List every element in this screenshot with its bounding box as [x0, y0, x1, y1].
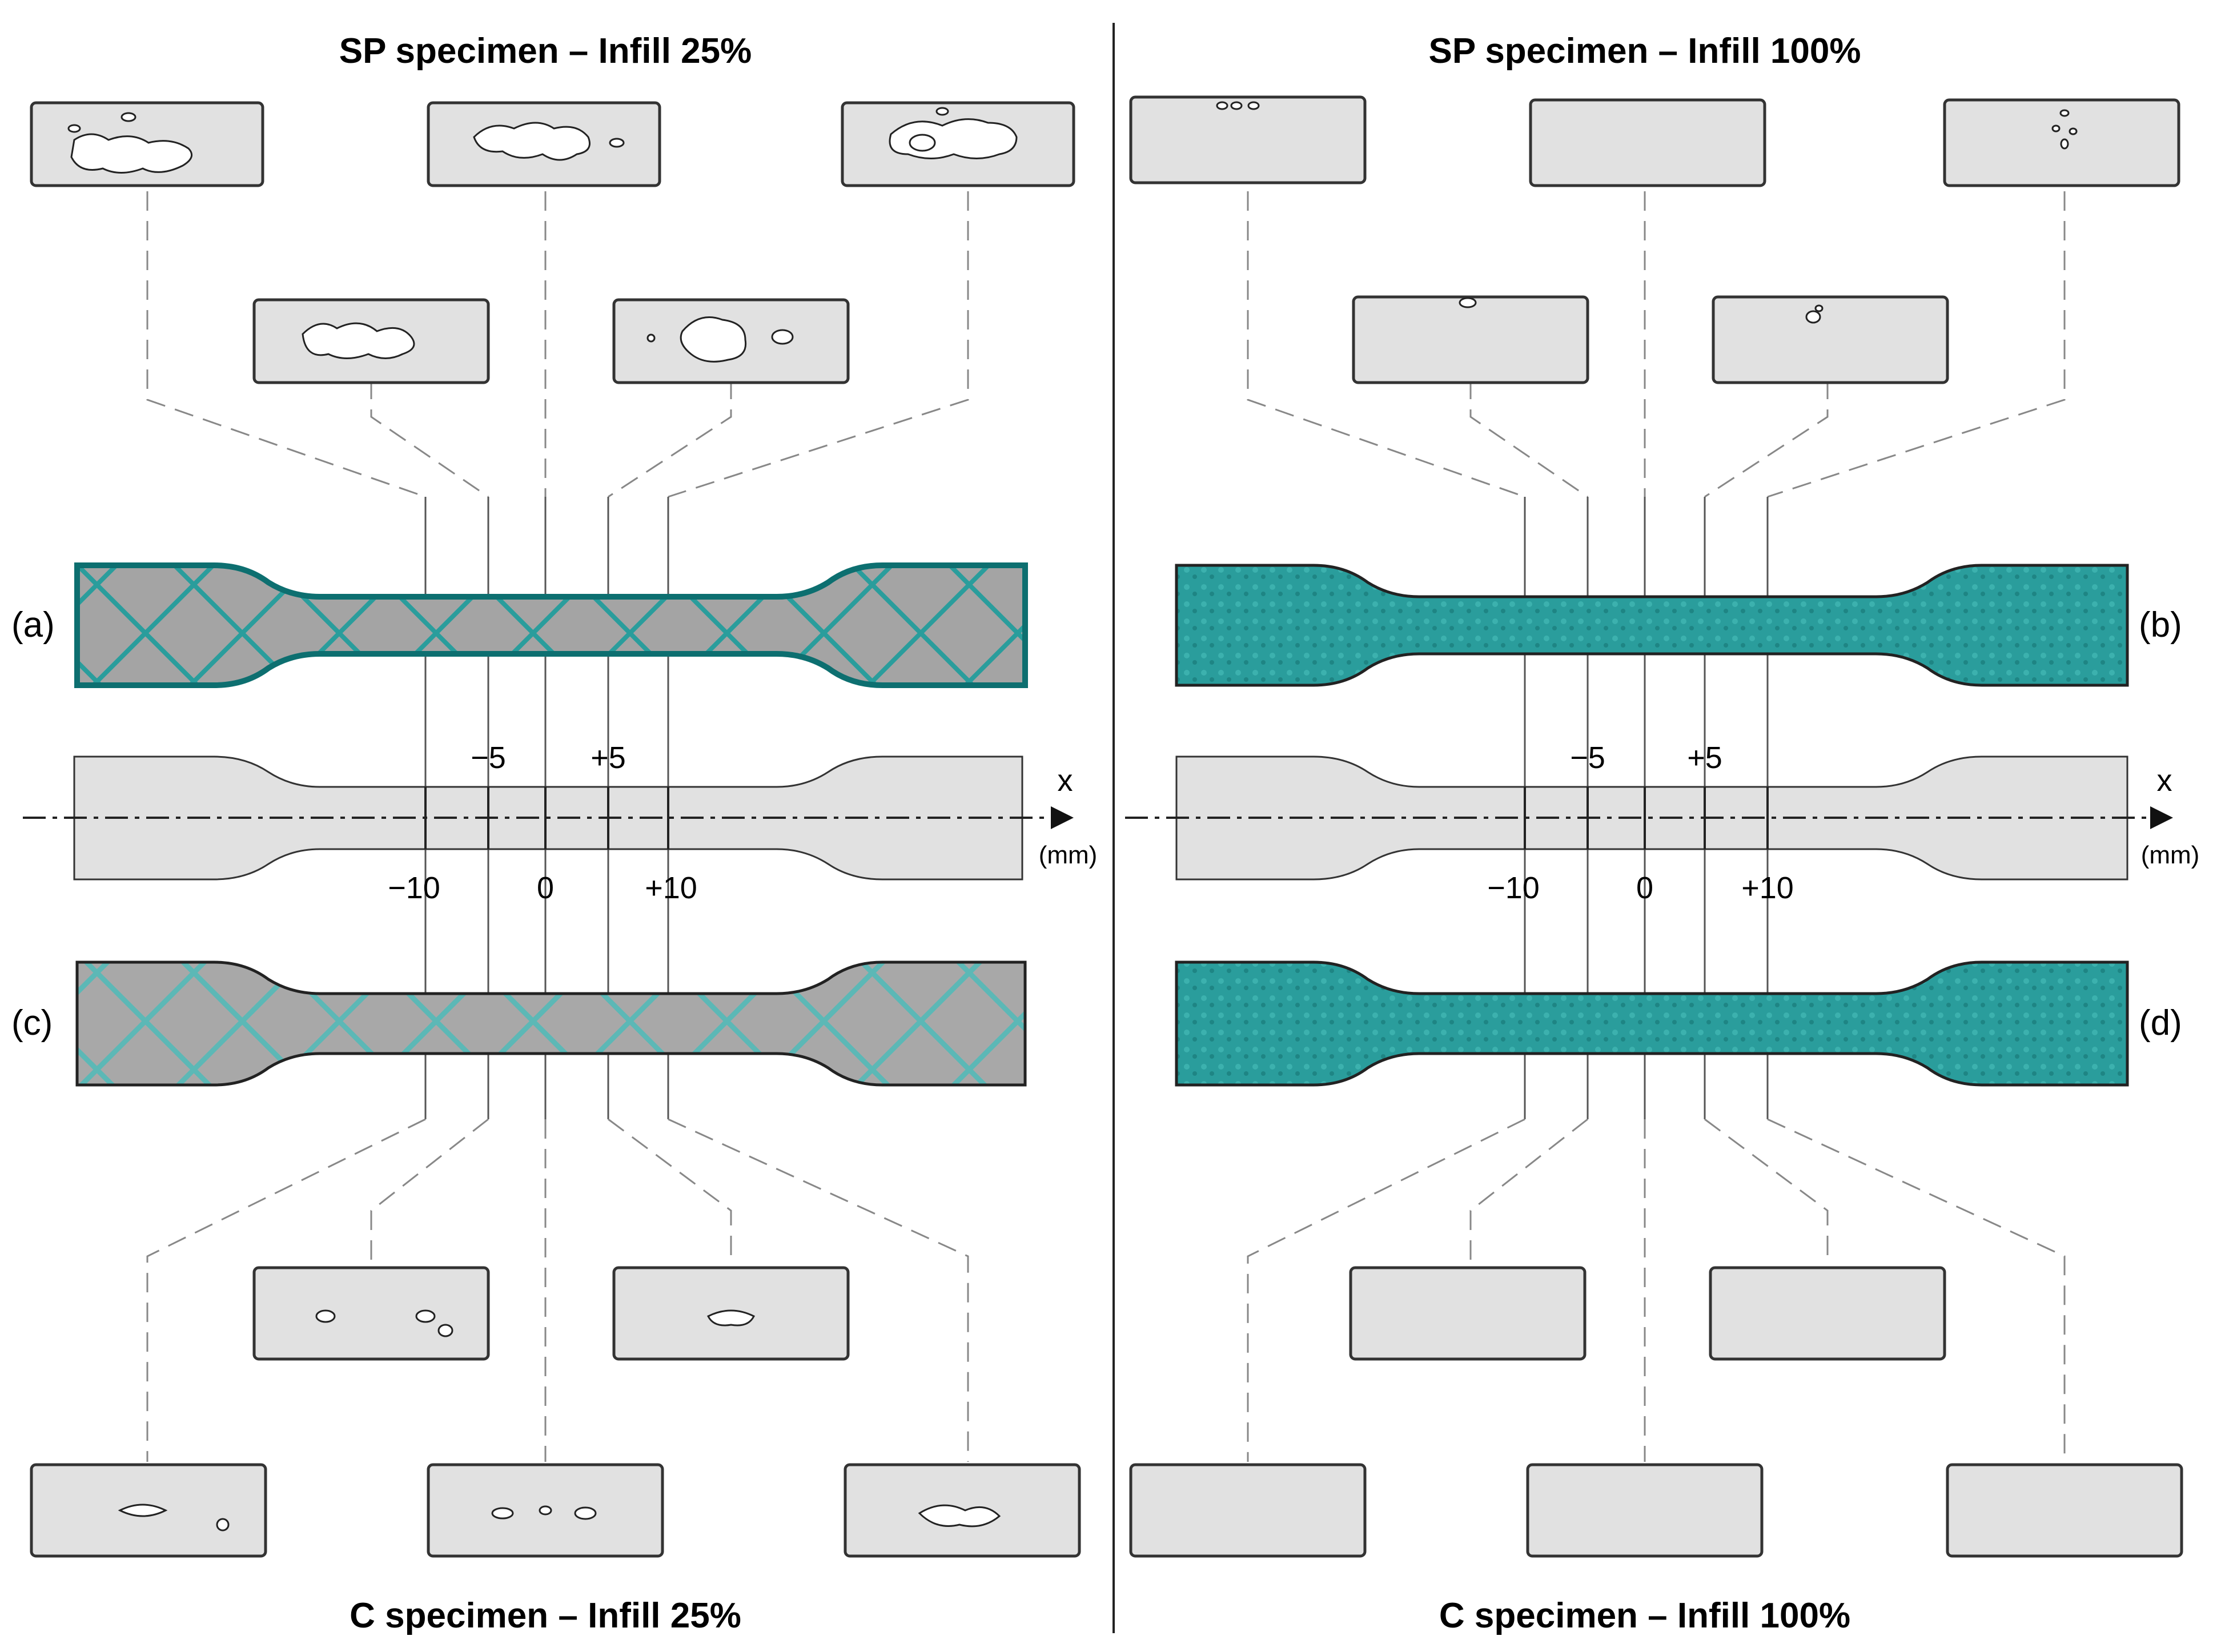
- right-half: (b) x (mm) −5 +5 −10 0 +10 (d): [1125, 95, 2200, 1558]
- leader-lines-top-right: [1247, 191, 2066, 498]
- cross-section-c100-5: [1709, 1266, 1946, 1361]
- cross-section-c25-3: [844, 1463, 1081, 1558]
- sp25-cross-sections: [30, 101, 1075, 384]
- cross-section-c25-4: [252, 1266, 490, 1361]
- cross-section-sp100-2: [1529, 98, 1766, 187]
- x-axis-label-left: x: [1058, 763, 1073, 798]
- specimen-d: [1175, 960, 2129, 1087]
- tick-minus10-left: −10: [388, 871, 440, 905]
- panel-label-a: (a): [11, 605, 55, 645]
- title-c-100: C specimen – Infill 100%: [1439, 1596, 1850, 1635]
- tick-plus5-left: +5: [591, 741, 626, 775]
- cross-section-c100-4: [1349, 1266, 1587, 1361]
- cross-section-c100-2: [1526, 1463, 1764, 1558]
- tick-0-left: 0: [537, 871, 554, 905]
- x-axis-unit-left: (mm): [1039, 841, 1098, 869]
- cross-section-c25-1: [30, 1463, 267, 1558]
- tick-plus10-right: +10: [1741, 871, 1794, 905]
- specimen-b: [1175, 564, 2129, 687]
- tick-0-right: 0: [1636, 871, 1653, 905]
- tick-minus5-right: −5: [1570, 741, 1605, 775]
- cross-section-sp100-4: [1352, 295, 1589, 384]
- left-half: (a) x (mm) −5 +5 −10 0 +10 (c): [11, 101, 1098, 1558]
- title-c-25: C specimen – Infill 25%: [350, 1596, 741, 1635]
- x-axis-arrow-right: [2150, 806, 2173, 829]
- title-sp-100: SP specimen – Infill 100%: [1429, 31, 1861, 71]
- c100-cross-sections: [1129, 1266, 2183, 1558]
- x-axis-arrow-left: [1051, 806, 1074, 829]
- cross-section-sp25-2: [427, 101, 661, 187]
- cross-section-sp100-1: [1129, 95, 1367, 184]
- c25-cross-sections: [30, 1266, 1081, 1558]
- tick-minus5-left: −5: [471, 741, 506, 775]
- cross-section-sp25-5: [612, 298, 850, 384]
- cross-section-sp25-1: [30, 101, 264, 187]
- cross-section-sp25-3: [841, 101, 1075, 187]
- tick-minus10-right: −10: [1487, 871, 1540, 905]
- tick-plus10-left: +10: [645, 871, 697, 905]
- x-axis-unit-right: (mm): [2141, 841, 2200, 869]
- cross-section-c25-2: [427, 1463, 664, 1558]
- specimen-a: [74, 562, 1028, 688]
- specimen-c: [75, 960, 1027, 1087]
- panel-label-b: (b): [2139, 605, 2182, 645]
- leader-lines-bottom-left: [146, 1118, 969, 1462]
- cross-section-sp25-4: [252, 298, 490, 384]
- leader-lines-bottom-right: [1247, 1118, 2066, 1462]
- cross-section-sp100-3: [1943, 98, 2180, 187]
- x-axis-label-right: x: [2157, 763, 2172, 798]
- cross-section-c25-5: [612, 1266, 850, 1361]
- title-sp-25: SP specimen – Infill 25%: [339, 31, 752, 71]
- cross-section-sp100-5: [1712, 295, 1949, 384]
- cross-section-c100-1: [1129, 1463, 1367, 1558]
- cross-section-c100-3: [1946, 1463, 2183, 1558]
- tick-plus5-right: +5: [1687, 741, 1722, 775]
- panel-label-c: (c): [11, 1003, 53, 1043]
- sp100-cross-sections: [1129, 95, 2180, 384]
- leader-lines-top-left: [146, 191, 969, 498]
- panel-label-d: (d): [2139, 1003, 2182, 1043]
